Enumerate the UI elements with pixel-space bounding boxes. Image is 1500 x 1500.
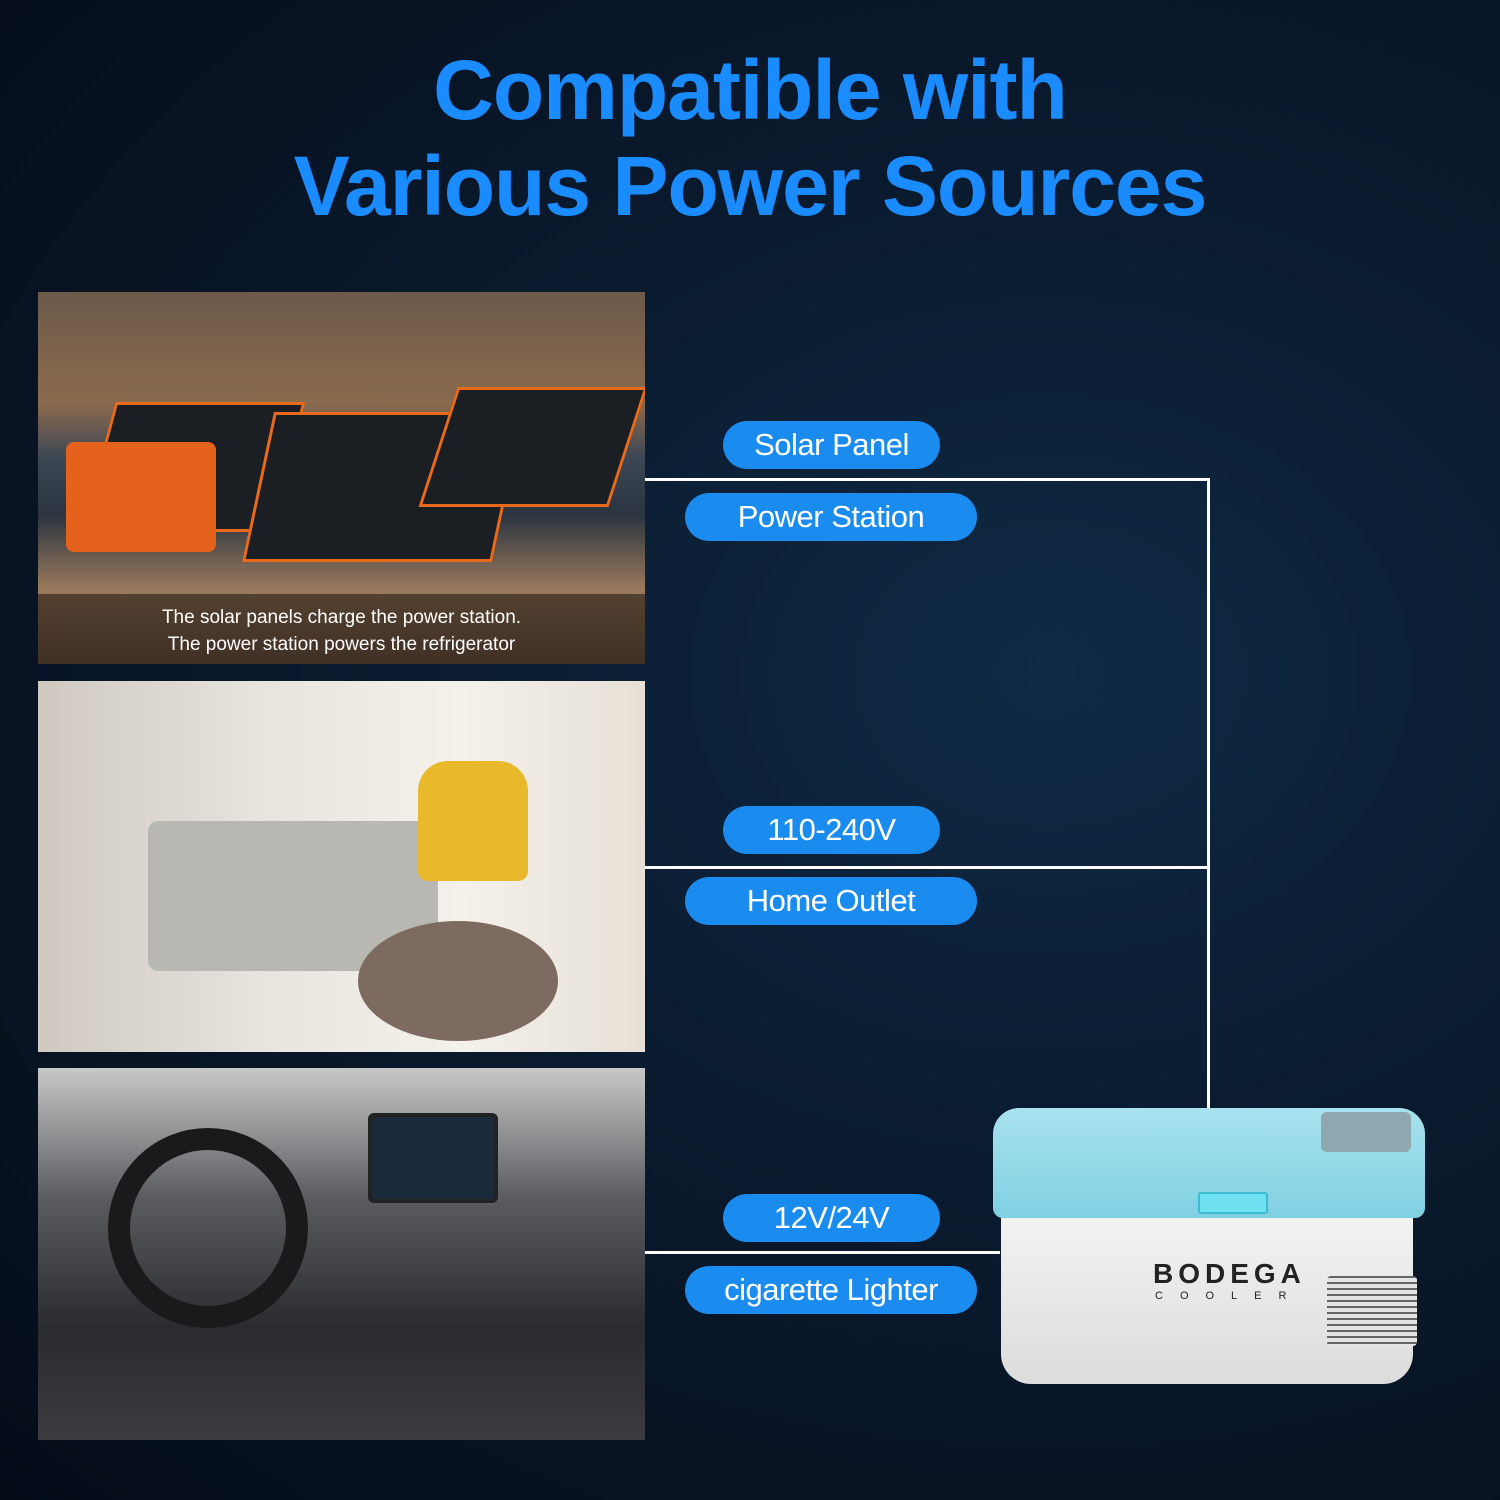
brand-logo: BODEGA bbox=[1153, 1258, 1306, 1289]
vent-grille bbox=[1327, 1276, 1417, 1346]
pouf-image bbox=[358, 921, 558, 1041]
connector-line-car bbox=[645, 1251, 1000, 1254]
power-station-label: Power Station bbox=[685, 493, 977, 541]
connector-line-home bbox=[645, 866, 1210, 869]
caption-line-2: The power station powers the refrigerato… bbox=[167, 634, 516, 655]
solar-panel-label: Solar Panel bbox=[723, 421, 940, 469]
caption-line-1: The solar panels charge the power statio… bbox=[161, 607, 522, 628]
headline-line-2: Various Power Sources bbox=[293, 139, 1208, 233]
control-panel bbox=[1321, 1112, 1411, 1152]
lid-handle bbox=[1198, 1192, 1268, 1214]
voltage-dc-label: 12V/24V bbox=[723, 1194, 940, 1242]
armchair-image bbox=[418, 761, 528, 881]
living-room-photo bbox=[38, 681, 645, 1052]
brand-sublogo: COOLER bbox=[1155, 1290, 1304, 1302]
dashboard-screen-image bbox=[368, 1113, 498, 1203]
steering-wheel-image bbox=[108, 1128, 308, 1328]
cooler-product-image: BODEGA COOLER bbox=[993, 1108, 1425, 1390]
solar-panel-photo: The solar panels charge the power statio… bbox=[38, 292, 645, 664]
voltage-ac-label: 110-240V bbox=[723, 806, 940, 854]
connector-line-vertical bbox=[1207, 478, 1210, 1118]
solar-panel-image bbox=[418, 387, 645, 507]
connector-line-solar bbox=[645, 478, 1210, 481]
power-station-image bbox=[66, 442, 216, 552]
headline-line-1: Compatible with bbox=[433, 43, 1068, 137]
home-outlet-label: Home Outlet bbox=[685, 877, 977, 925]
photo-caption: The solar panels charge the power statio… bbox=[38, 594, 645, 664]
cigarette-lighter-label: cigarette Lighter bbox=[685, 1266, 977, 1314]
car-interior-photo bbox=[38, 1068, 645, 1440]
